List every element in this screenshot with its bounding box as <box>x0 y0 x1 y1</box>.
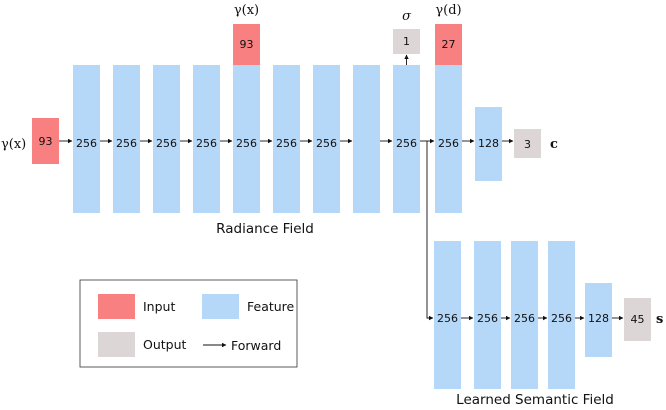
color-output-label: c <box>550 137 558 152</box>
semantic-field-title: Learned Semantic Field <box>456 392 614 408</box>
radiance-layer-1-label: 256 <box>76 137 97 150</box>
legend-output-swatch <box>98 332 135 357</box>
radiance-color-layer <box>475 107 502 181</box>
radiance-layer-7 <box>313 65 340 213</box>
skip-input-label: γ(x) <box>234 3 259 18</box>
radiance-hidden-layers <box>73 65 502 213</box>
radiance-direction-layer <box>435 65 462 213</box>
radiance-layer-1 <box>73 65 100 213</box>
sigma-label: σ <box>402 9 412 24</box>
semantic-layer-2-label: 256 <box>477 312 498 325</box>
radiance-input-node <box>32 118 59 164</box>
radiance-field: γ(x) 93 256 256 256 256 256 256 256 256 <box>1 3 558 321</box>
sigma-output-value: 1 <box>403 35 410 48</box>
legend-feature-label: Feature <box>247 299 295 314</box>
radiance-layer-3-label: 256 <box>156 137 177 150</box>
direction-input-value: 27 <box>442 38 456 51</box>
radiance-layer-labels: 256 256 256 256 256 256 256 256 256 128 <box>76 137 499 150</box>
color-output-value: 3 <box>524 138 531 151</box>
legend-output-label: Output <box>143 337 187 352</box>
skip-input-node <box>233 24 260 65</box>
semantic-output-label: s <box>656 312 663 327</box>
direction-input-node <box>435 24 462 65</box>
legend-input-label: Input <box>143 299 175 314</box>
legend-forward-label: Forward <box>231 338 281 353</box>
radiance-layer-9 <box>393 65 420 213</box>
skip-input-value: 93 <box>240 38 254 51</box>
radiance-direction-layer-label: 256 <box>438 137 459 150</box>
radiance-layer-8 <box>353 65 380 213</box>
radiance-input-label: γ(x) <box>1 137 26 152</box>
radiance-forward-arrows <box>59 54 514 321</box>
radiance-layer-2 <box>113 65 140 213</box>
semantic-layer-4-label: 256 <box>551 312 572 325</box>
semantic-field: 256 256 256 256 128 45 s Learned Semanti… <box>434 241 663 408</box>
legend: Input Feature Output Forward <box>79 279 298 368</box>
radiance-field-title: Radiance Field <box>216 221 314 237</box>
semantic-layer-2 <box>474 241 501 389</box>
radiance-input-value: 93 <box>39 135 53 148</box>
semantic-layer-5-label: 128 <box>588 312 609 325</box>
direction-input-label: γ(d) <box>435 3 461 18</box>
radiance-layer-5-label: 256 <box>236 137 257 150</box>
semantic-output-node <box>624 298 651 341</box>
radiance-layer-5 <box>233 65 260 213</box>
semantic-output-value: 45 <box>631 313 645 326</box>
radiance-layer-7-label: 256 <box>316 137 337 150</box>
radiance-layer-9-label: 256 <box>396 137 417 150</box>
radiance-color-layer-label: 128 <box>478 137 499 150</box>
semantic-layer-1-label: 256 <box>437 312 458 325</box>
radiance-layer-3 <box>153 65 180 213</box>
radiance-layer-2-label: 256 <box>116 137 137 150</box>
legend-input-swatch <box>98 294 135 319</box>
radiance-layer-4-label: 256 <box>196 137 217 150</box>
semantic-layer-3-label: 256 <box>514 312 535 325</box>
radiance-layer-6-label: 256 <box>276 137 297 150</box>
semantic-layer-3 <box>511 241 538 389</box>
semantic-layer-1 <box>434 241 461 389</box>
sigma-output-node <box>393 29 420 54</box>
semantic-layer-4 <box>548 241 575 389</box>
radiance-layer-4 <box>193 65 220 213</box>
semantic-layer-5 <box>585 283 612 357</box>
legend-feature-swatch <box>202 294 239 319</box>
color-output-node <box>514 129 541 158</box>
radiance-layer-6 <box>273 65 300 213</box>
